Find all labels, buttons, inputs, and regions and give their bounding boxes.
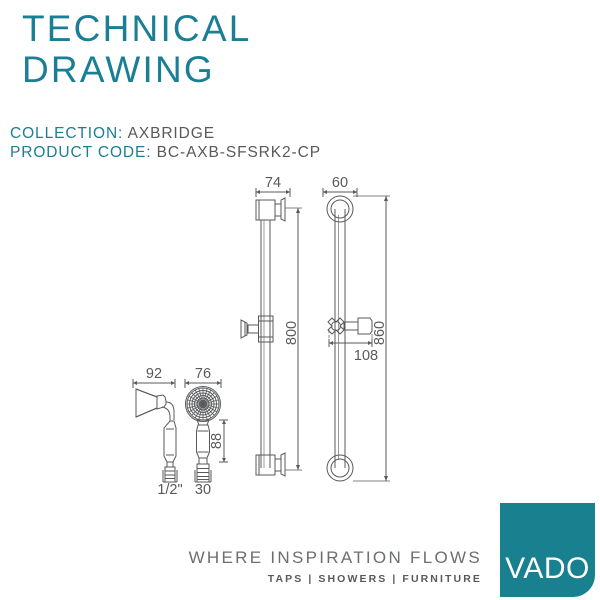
collection-label: COLLECTION:	[10, 125, 124, 142]
dimension-label-108: 108	[354, 348, 378, 364]
dimension-92	[132, 379, 176, 388]
riser-rail-front-view	[322, 188, 390, 482]
dimension-60	[322, 188, 358, 197]
dimension-label-92: 92	[146, 366, 162, 382]
product-code-label: PRODUCT CODE:	[10, 144, 152, 161]
dimension-label-800: 800	[284, 321, 300, 345]
dimension-label-30: 30	[195, 482, 211, 498]
dimension-label-76: 76	[195, 366, 211, 382]
dimension-74	[255, 188, 291, 197]
product-code-row: PRODUCT CODE: BC-AXB-SFSRK2-CP	[10, 143, 590, 162]
collection-value: AXBRIDGE	[127, 125, 215, 142]
vado-logo-text: VADO	[505, 552, 590, 585]
product-code-value: BC-AXB-SFSRK2-CP	[156, 144, 321, 161]
dimension-label-60: 60	[332, 175, 348, 191]
dimension-860	[353, 195, 390, 482]
slider-star-knob	[327, 317, 345, 335]
dimension-88	[219, 419, 228, 463]
dimension-half-inch	[162, 470, 178, 483]
page-header: TECHNICAL DRAWING	[22, 8, 582, 90]
subtagline: TAPS | SHOWERS | FURNITURE	[267, 573, 482, 585]
dimension-30	[194, 470, 212, 483]
riser-rail-side-view	[240, 188, 302, 477]
handset-front-view	[184, 379, 228, 483]
handset-side-view	[132, 379, 178, 483]
page-title-line-2: DRAWING	[22, 49, 215, 90]
product-meta: COLLECTION: AXBRIDGE PRODUCT CODE: BC-AX…	[10, 124, 590, 162]
dimension-800	[285, 207, 302, 471]
vado-logo: VADO	[500, 503, 595, 597]
dimension-label-half-inch: 1/2"	[157, 482, 182, 498]
dimension-76	[184, 379, 222, 388]
page-title-line-1: TECHNICAL	[22, 8, 252, 49]
dimension-108	[328, 330, 373, 347]
collection-row: COLLECTION: AXBRIDGE	[10, 124, 590, 143]
tagline: WHERE INSPIRATION FLOWS	[188, 548, 482, 567]
dimension-label-74: 74	[265, 175, 281, 191]
dimension-label-860: 860	[372, 321, 388, 345]
footer-taglines: WHERE INSPIRATION FLOWS TAPS | SHOWERS |…	[0, 548, 482, 585]
dimension-label-88: 88	[209, 433, 225, 449]
